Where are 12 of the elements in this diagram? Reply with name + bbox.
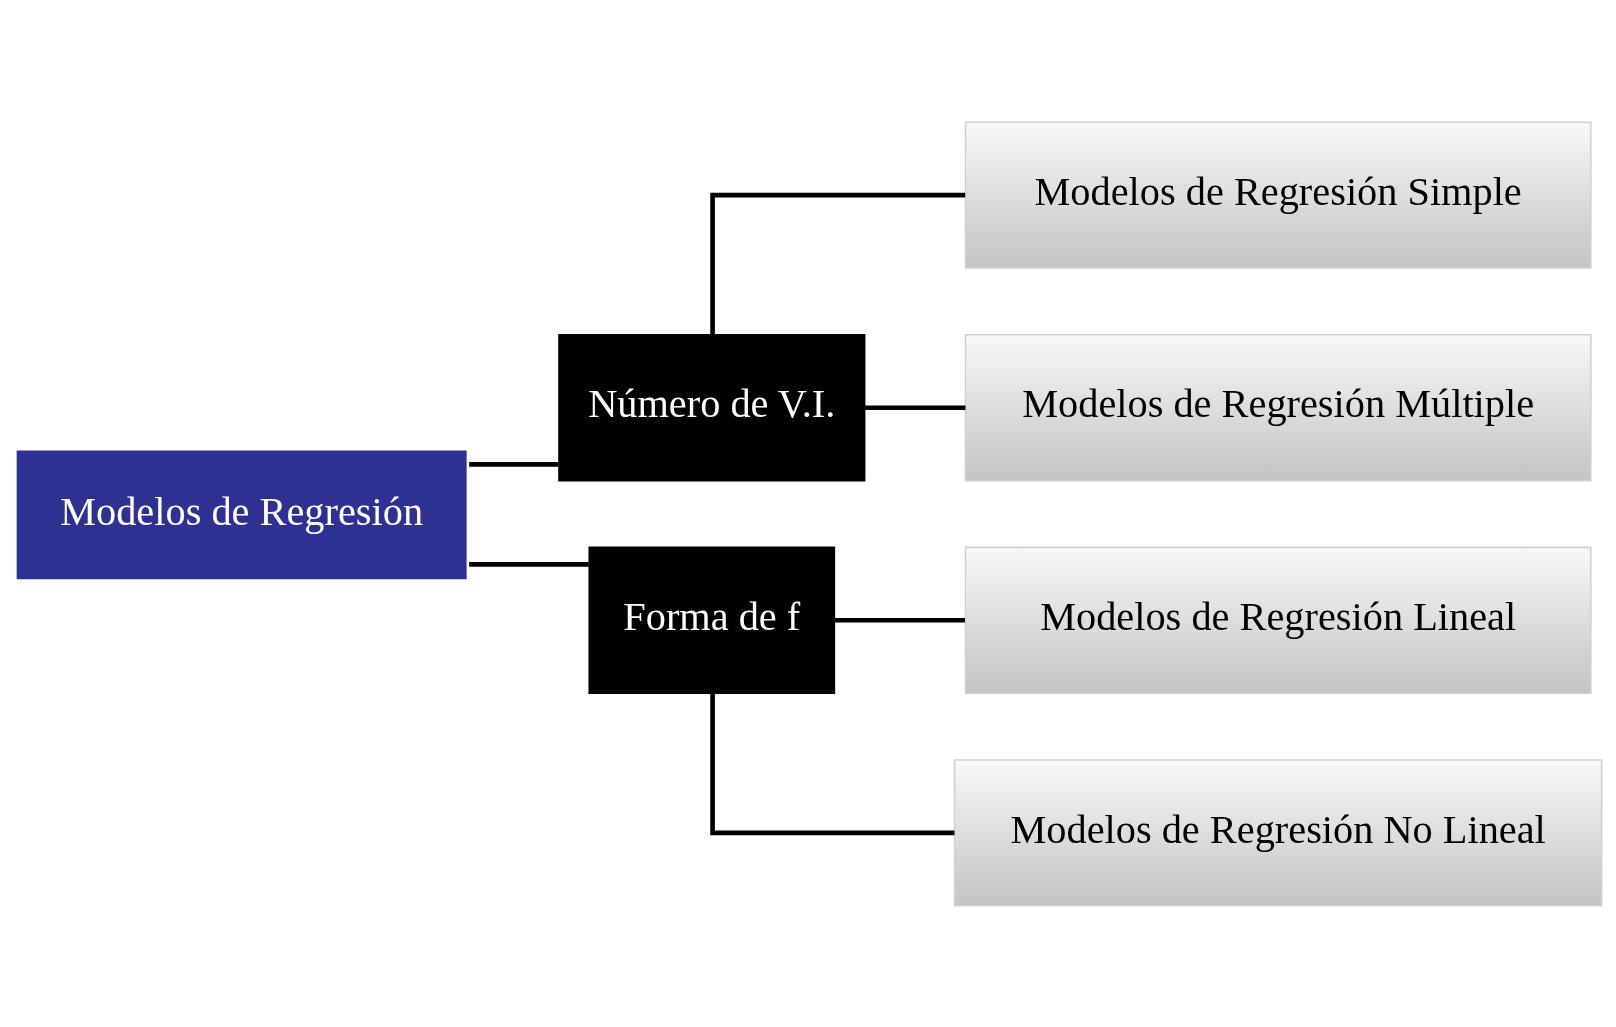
node-box: Número de V.I. [558,333,866,481]
connector [469,461,559,467]
node-box: Modelos de Regresión No Lineal [953,758,1603,907]
connector [710,692,955,835]
node-box: Modelos de Regresión Simple [964,120,1592,269]
connector [834,617,965,623]
node-box: Modelos de Regresión Lineal [964,546,1592,694]
connector [865,404,966,410]
connector [469,561,589,567]
connector [710,192,966,335]
node-box: Modelos de Regresión Múltiple [964,333,1592,481]
node-box: Forma de f [588,546,836,694]
